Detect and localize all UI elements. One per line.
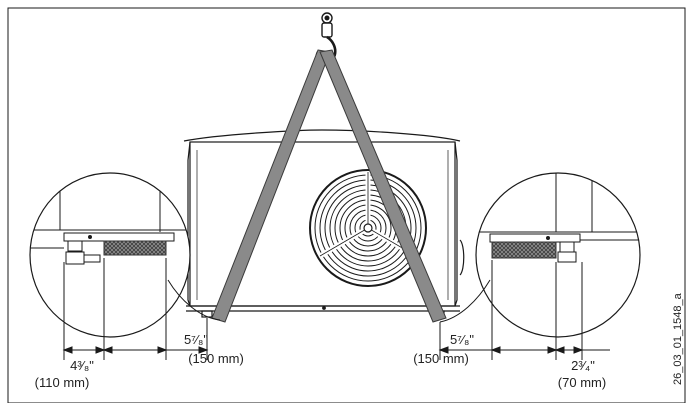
right-inner-dim-metric: (150 mm) (413, 351, 469, 366)
right-outer-dim-imperial: 2³⁄₄" (571, 358, 595, 373)
right-outer-dim-metric: (70 mm) (558, 375, 606, 390)
right-inner-dim-imperial: 5⁷⁄₈" (450, 332, 474, 347)
figure-border (7, 7, 686, 403)
dimension-lines (62, 258, 610, 360)
right-detail-magnifier (439, 172, 641, 338)
left-inner-dim-metric: (150 mm) (188, 351, 244, 366)
lifting-strap-right (319, 49, 447, 323)
document-id: 26_03_01_1548_a (672, 292, 684, 385)
left-inner-dim-imperial: 5⁷⁄₈" (184, 332, 208, 347)
left-outer-dim-metric: (110 mm) (35, 375, 90, 390)
left-outer-dim-imperial: 4³⁄₈" (70, 358, 94, 373)
